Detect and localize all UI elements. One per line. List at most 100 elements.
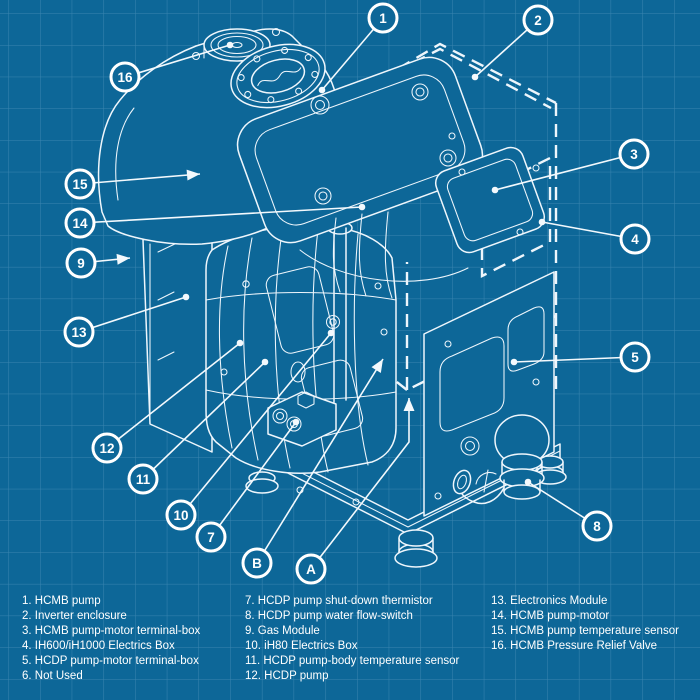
leader-line (78, 296, 187, 333)
bolt-details (220, 132, 540, 506)
leader-dot (538, 218, 546, 226)
leader-dot (292, 418, 300, 426)
pump-motor-block (236, 56, 484, 299)
leader-line (321, 17, 384, 91)
callout-B: B (241, 358, 384, 579)
leader-dot (358, 203, 366, 211)
callout-10: 10 (165, 329, 335, 531)
leader-dot (510, 358, 518, 366)
callout-number: 8 (593, 519, 601, 534)
callout-1: 1 (318, 2, 399, 94)
leader-line (79, 173, 201, 185)
legend-item: 9. Gas Module (245, 625, 320, 637)
hcdp-pump-body (205, 225, 397, 494)
leader-dot (524, 478, 532, 486)
legend-item: 8. HCDP pump water flow-switch (245, 610, 413, 622)
thermistor-block (267, 391, 337, 447)
callout-number: B (252, 556, 262, 571)
legend-item: 11. HCDP pump-body temperature sensor (245, 655, 460, 667)
callout-circle (91, 432, 123, 464)
legend-item: 14. HCMB pump-motor (491, 610, 610, 622)
callout-circle (64, 168, 96, 200)
callout-7: 7 (195, 418, 300, 553)
pressure-relief-valve-port (191, 27, 281, 62)
leader-line (541, 221, 636, 240)
callout-circle (295, 553, 327, 585)
callout-14: 14 (64, 203, 366, 239)
callout-circle (165, 499, 197, 531)
callout-circle (618, 138, 650, 170)
legend-item: 2. Inverter enclosure (22, 610, 127, 622)
callout-number: 15 (72, 177, 88, 192)
exhaust-assembly (452, 414, 550, 505)
legend-item: 13. Electronics Module (491, 595, 608, 607)
callout-number: 5 (631, 350, 639, 365)
callout-circle (127, 463, 159, 495)
callout-circle (367, 2, 399, 34)
legend-item: 3. HCMB pump-motor terminal-box (22, 625, 201, 637)
legend-column-3: 13. Electronics Module 14. HCMB pump-mot… (491, 594, 679, 654)
leader-dot (471, 73, 479, 81)
callout-number: 12 (99, 441, 114, 456)
callout-16: 16 (109, 41, 234, 93)
callout-circle (65, 247, 97, 279)
callout-circle (109, 61, 141, 93)
leader-dot (236, 339, 244, 347)
callout-circle (195, 521, 227, 553)
callout-circle (619, 223, 651, 255)
callout-circle (63, 316, 95, 348)
legend-column-1: 1. HCMB pump 2. Inverter enclosure 3. HC… (22, 594, 200, 684)
legend-item: 6. Not Used (22, 670, 83, 682)
callout-2: 2 (471, 4, 554, 81)
leader-line (513, 356, 636, 363)
exhaust-outlet (452, 469, 472, 495)
leader-line (210, 421, 297, 538)
callout-circle (619, 341, 651, 373)
legend: 1. HCMB pump 2. Inverter enclosure 3. HC… (0, 592, 700, 700)
leader-line (310, 398, 410, 570)
leader-arrowhead (371, 359, 383, 373)
callout-number: 4 (631, 232, 639, 247)
leader-arrowhead (186, 169, 200, 181)
callout-number: 1 (379, 11, 387, 26)
foot-center (394, 529, 438, 568)
leader-dot (182, 293, 190, 301)
callout-number: 14 (72, 216, 88, 231)
callout-4: 4 (538, 218, 651, 255)
callout-circle (581, 510, 613, 542)
callout-circle (522, 4, 554, 36)
leader-line (180, 332, 332, 516)
legend-item: 5. HCDP pump-motor terminal-box (22, 655, 199, 667)
callout-number: 7 (207, 530, 215, 545)
leader-dot (318, 86, 326, 94)
terminal-box (434, 146, 546, 254)
legend-item: 7. HCDP pump shut-down thermistor (245, 595, 433, 607)
callout-number: 10 (173, 508, 188, 523)
inlet-flange (230, 43, 326, 109)
callout-circle (64, 207, 96, 239)
callout-A: A (295, 398, 415, 585)
callout-circle (241, 547, 273, 579)
leader-dot (261, 358, 269, 366)
callout-3: 3 (491, 138, 650, 194)
legend-item: 1. HCMB pump (22, 595, 101, 607)
leader-dot (327, 329, 335, 337)
leader-dot (491, 186, 499, 194)
legend-item: 15. HCMB pump temperature sensor (491, 625, 679, 637)
leader-line (494, 153, 635, 191)
leader-arrowhead (403, 398, 415, 411)
leader-line (142, 361, 266, 480)
callout-number: 16 (117, 70, 133, 85)
callout-11: 11 (127, 358, 269, 495)
leader-dot (226, 41, 234, 49)
callout-9: 9 (65, 247, 131, 279)
manifold-pipes (267, 221, 353, 447)
callout-15: 15 (64, 168, 201, 200)
callout-number: 13 (71, 325, 87, 340)
leader-arrowhead (116, 253, 130, 265)
callout-13: 13 (63, 293, 190, 348)
callout-number: 9 (77, 256, 85, 271)
legend-item: 16. HCMB Pressure Relief Valve (491, 640, 657, 652)
